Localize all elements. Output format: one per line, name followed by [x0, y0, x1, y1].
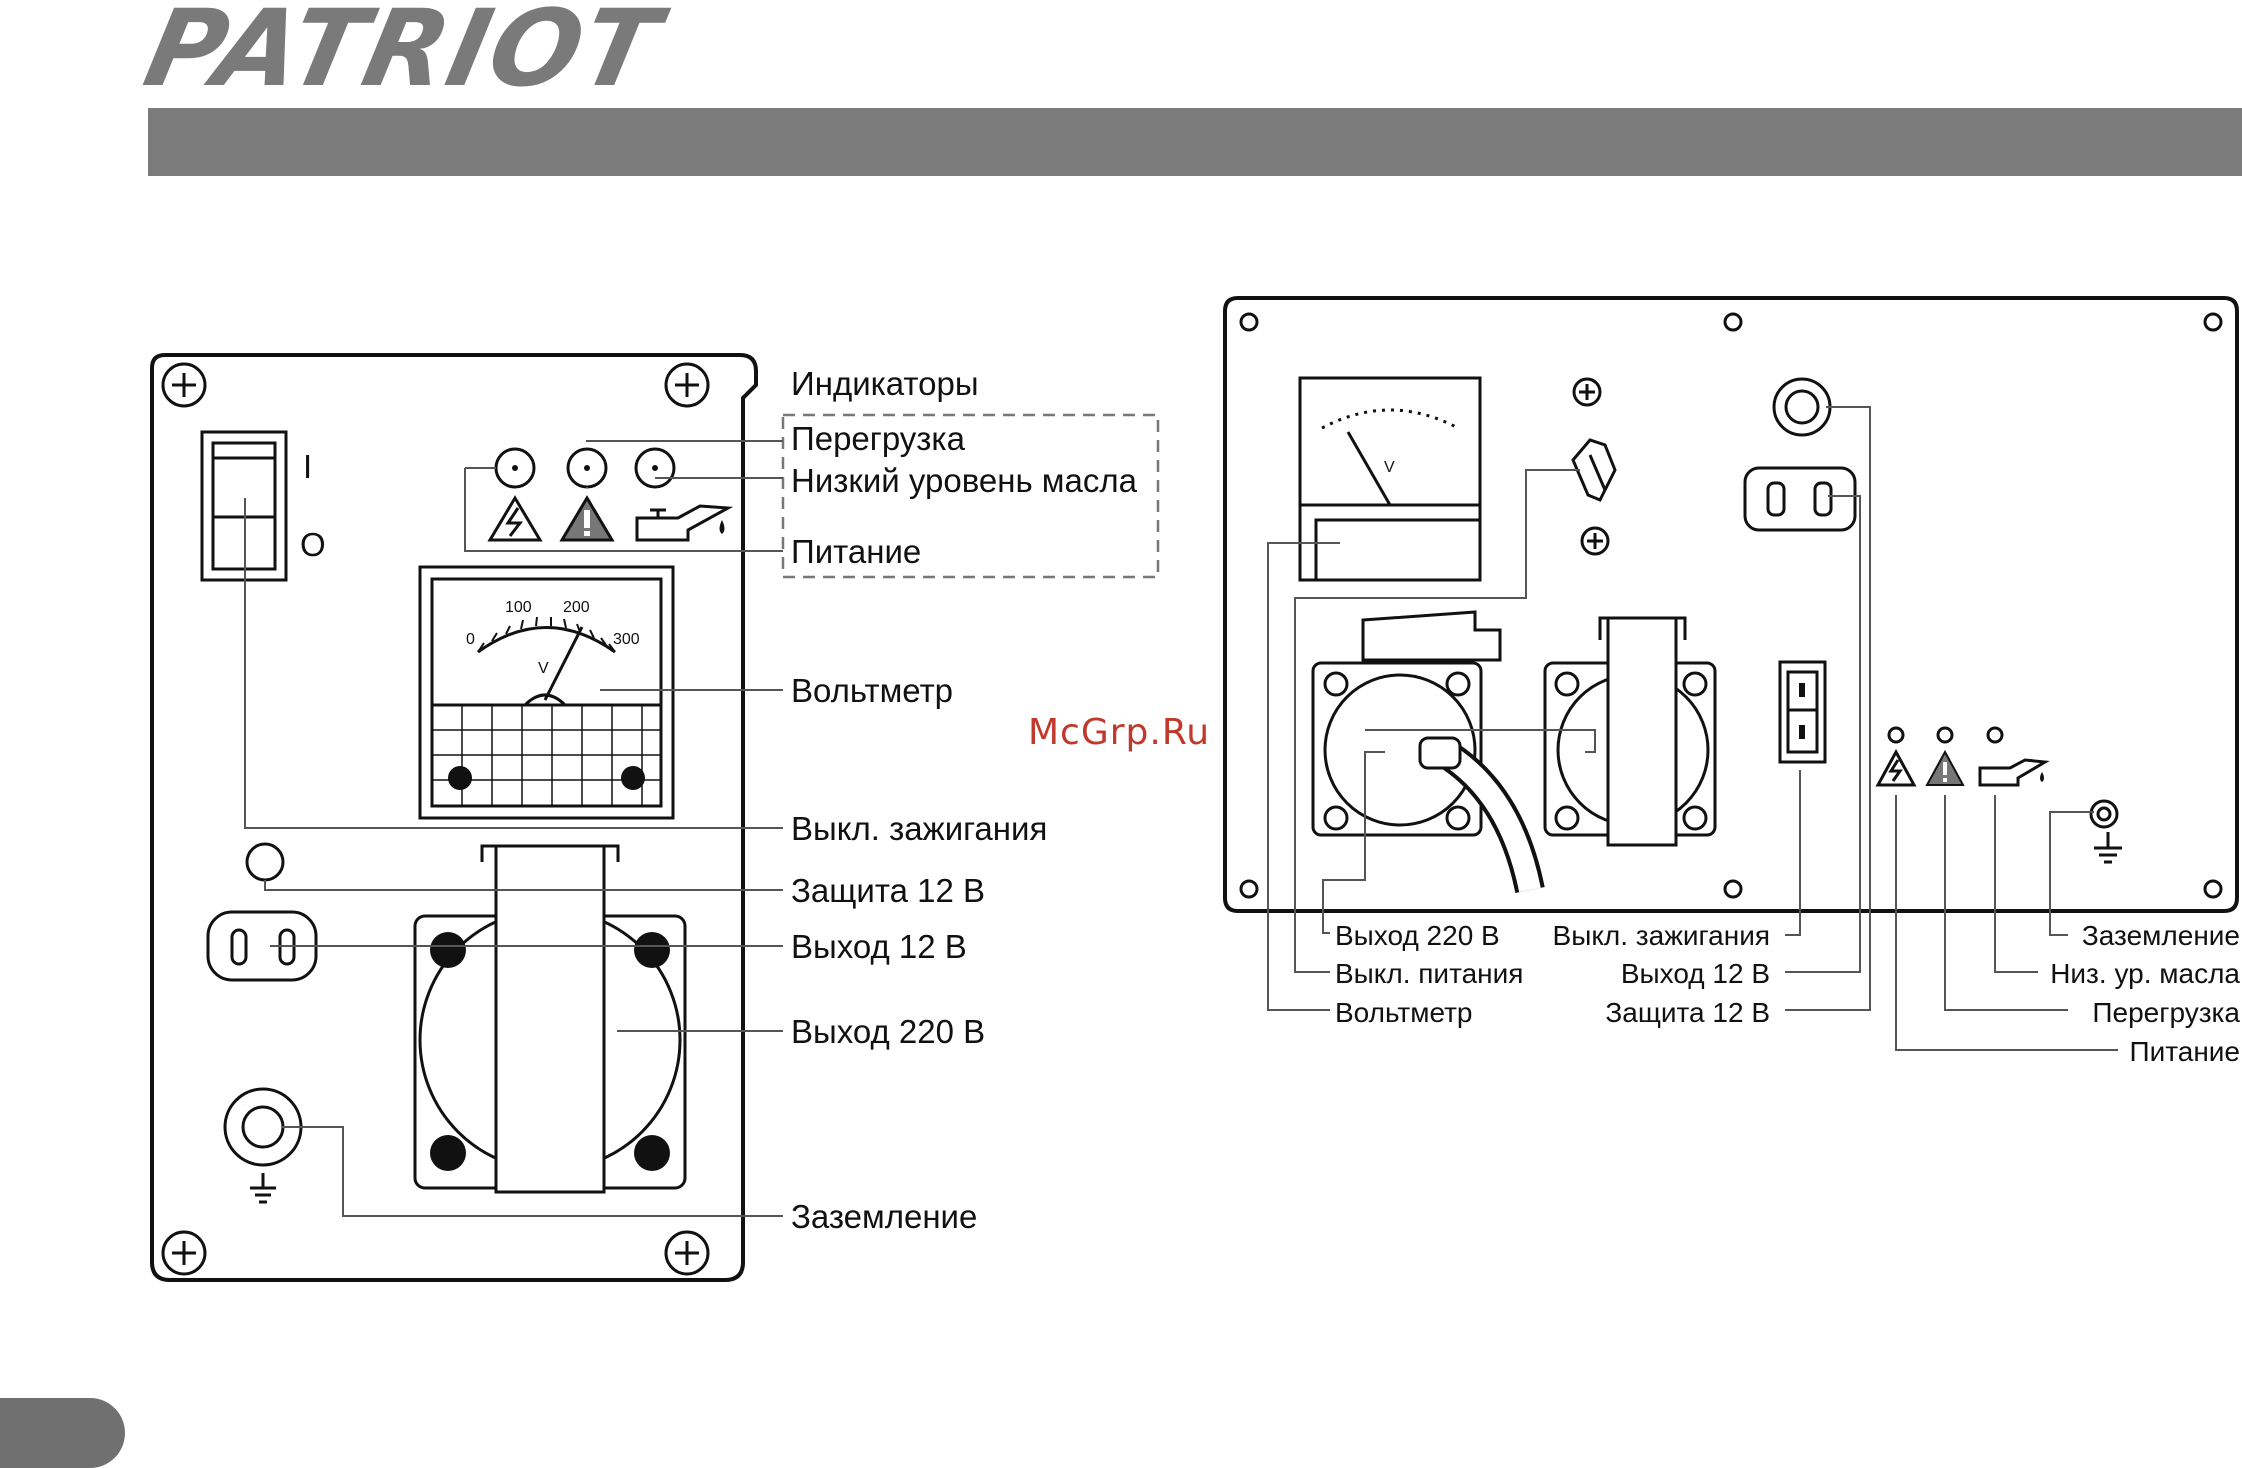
left-voltmeter: 0 100 200 300 V — [420, 567, 673, 818]
left-screw-tr — [666, 364, 708, 406]
label-grounding: Заземление — [791, 1198, 977, 1235]
label-indicators: Индикаторы — [791, 365, 979, 402]
switch-off-mark: O — [300, 526, 326, 563]
left-screw-br — [666, 1232, 708, 1274]
right-screw-top — [1574, 379, 1600, 405]
right-label-low-oil: Низ. ур. масла — [2050, 958, 2240, 989]
right-label-output-12v: Выход 12 В — [1621, 958, 1770, 989]
voltmeter-tick-300: 300 — [613, 631, 640, 648]
left-screw-tl — [163, 364, 205, 406]
label-power: Питание — [791, 533, 921, 570]
label-overload: Перегрузка — [791, 420, 966, 457]
right-label-overload: Перегрузка — [2092, 997, 2240, 1028]
right-screw-bottom — [1582, 528, 1608, 554]
right-voltmeter-unit: V — [1384, 459, 1395, 476]
right-output-12v-socket[interactable] — [1745, 468, 1855, 530]
label-voltmeter: Вольтметр — [791, 672, 953, 709]
left-panel: I O — [152, 355, 1158, 1280]
right-label-grounding: Заземление — [2082, 920, 2240, 951]
voltmeter-tick-200: 200 — [563, 599, 590, 616]
voltmeter-unit: V — [538, 660, 549, 677]
watermark: McGrp.Ru — [1028, 712, 1210, 753]
right-protection-12v-button[interactable] — [1774, 379, 1830, 435]
right-label-voltmeter: Вольтметр — [1335, 997, 1472, 1028]
voltmeter-tick-0: 0 — [466, 631, 475, 648]
label-output-12v: Выход 12 В — [791, 928, 967, 965]
label-ignition-switch: Выкл. зажигания — [791, 810, 1047, 847]
right-label-output-220v: Выход 220 В — [1335, 920, 1500, 951]
switch-on-mark: I — [303, 448, 312, 485]
right-voltmeter: V — [1300, 378, 1480, 580]
label-low-oil: Низкий уровень масла — [791, 462, 1138, 499]
right-label-power-switch: Выкл. питания — [1335, 958, 1523, 989]
right-overload-lamp — [1938, 728, 1952, 742]
label-output-220v: Выход 220 В — [791, 1013, 985, 1050]
left-protection-12v-button[interactable] — [247, 844, 283, 880]
right-panel: V — [1225, 298, 2240, 1067]
right-label-protection-12v: Защита 12 В — [1605, 997, 1770, 1028]
right-ignition-switch[interactable] — [1780, 662, 1825, 762]
right-oil-lamp — [1988, 728, 2002, 742]
right-label-power: Питание — [2129, 1036, 2240, 1067]
voltmeter-tick-100: 100 — [505, 599, 532, 616]
label-protection-12v: Защита 12 В — [791, 872, 985, 909]
right-power-lamp — [1889, 728, 1903, 742]
left-screw-bl — [163, 1232, 205, 1274]
right-label-ignition-switch: Выкл. зажигания — [1553, 920, 1770, 951]
